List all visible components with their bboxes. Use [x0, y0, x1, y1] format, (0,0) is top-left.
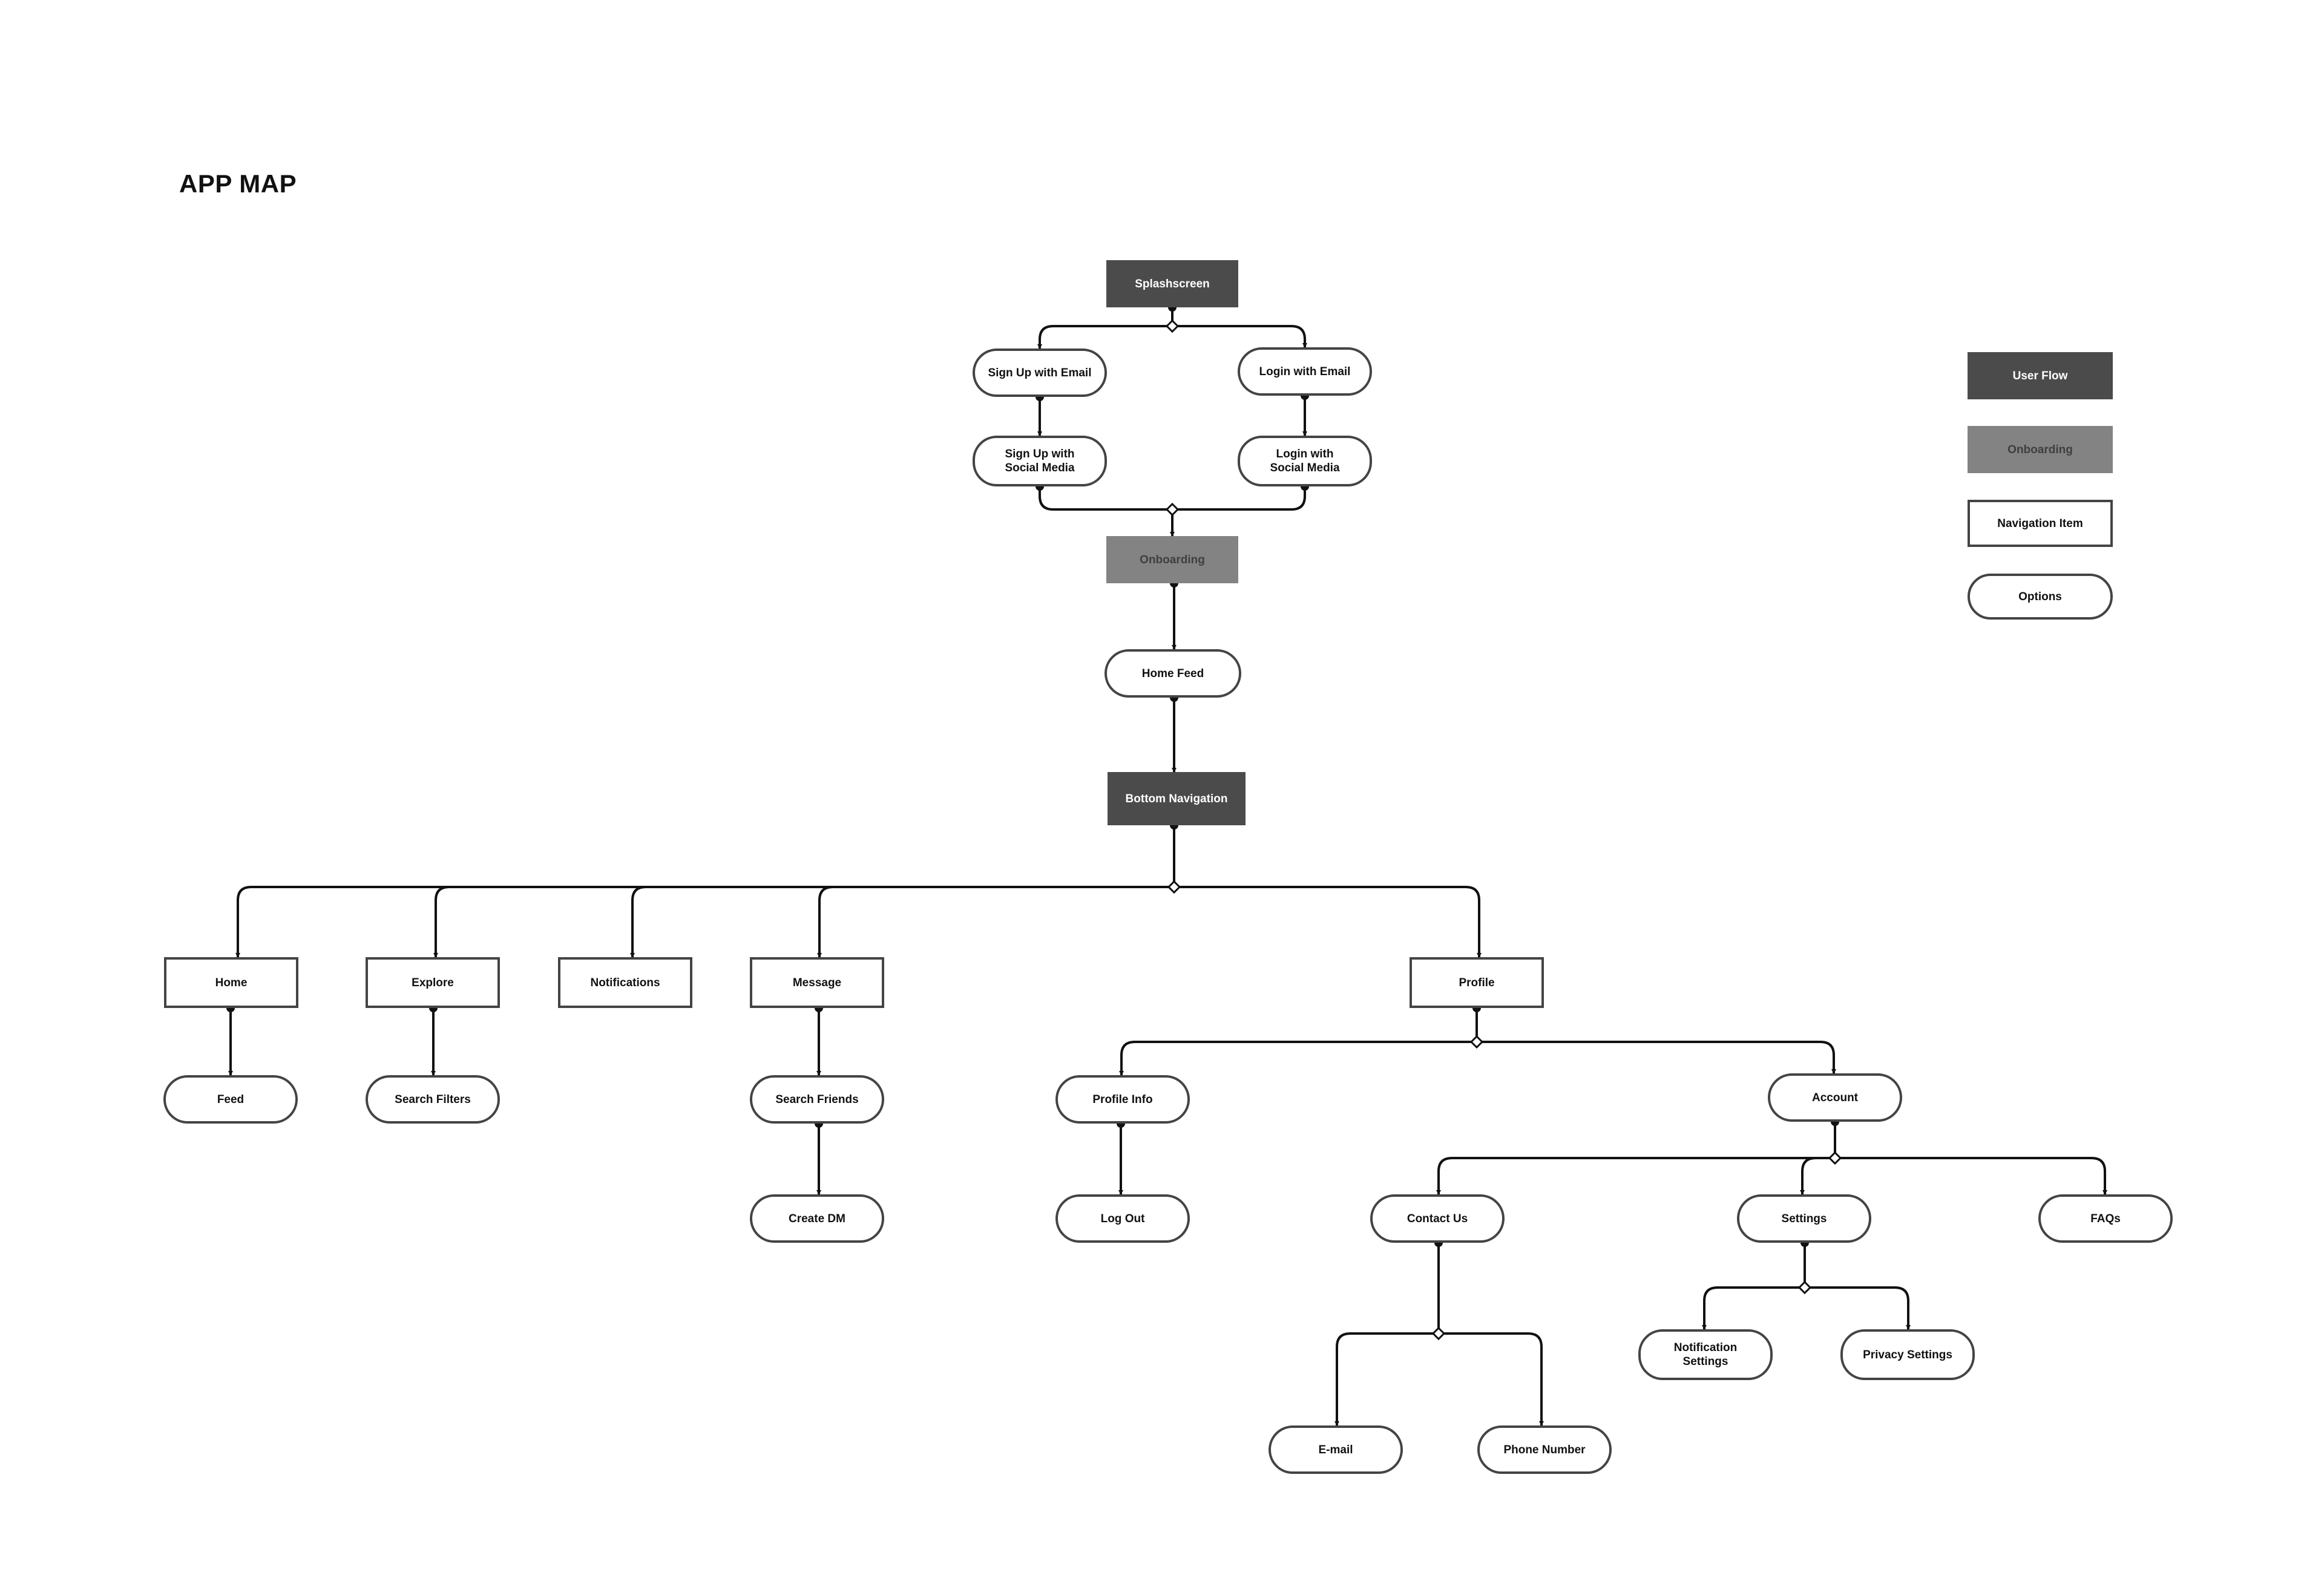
junction-diamond: [1165, 502, 1180, 517]
contact-connector-branch-1: [1439, 1332, 1544, 1426]
page-title: APP MAP: [179, 169, 297, 198]
bottomnav-connector-branch-3: [817, 886, 1174, 958]
junction-diamond: [1797, 1280, 1812, 1295]
notification-settings-option[interactable]: Notification Settings: [1638, 1329, 1773, 1380]
junction-diamond: [1167, 880, 1181, 894]
account-connector-branch-0: [1436, 1157, 1835, 1195]
account-connector-branch-2: [1835, 1157, 2107, 1195]
junction-diamond: [1828, 1151, 1842, 1165]
nav-item-message[interactable]: Message: [750, 957, 884, 1008]
onboarding-merge-connector-in-1: [1172, 486, 1306, 511]
signup-social-option[interactable]: Sign Up with Social Media: [973, 436, 1107, 486]
create-dm-option[interactable]: Create DM: [750, 1194, 884, 1243]
account-connector-branch-1: [1800, 1157, 1835, 1195]
nav-item-notifications[interactable]: Notifications: [558, 957, 692, 1008]
nav-item-explore[interactable]: Explore: [366, 957, 500, 1008]
settings-connector-branch-0: [1702, 1286, 1805, 1330]
login-email-option[interactable]: Login with Email: [1238, 347, 1372, 396]
legend-onboarding: Onboarding: [1968, 426, 2113, 473]
phone-number-option[interactable]: Phone Number: [1477, 1425, 1612, 1474]
bottomnav-connector-branch-0: [235, 886, 1174, 958]
settings-connector-branch-1: [1805, 1286, 1911, 1330]
email-option[interactable]: E-mail: [1269, 1425, 1403, 1474]
privacy-settings-option[interactable]: Privacy Settings: [1840, 1329, 1975, 1380]
legend-navigation-item: Navigation Item: [1968, 500, 2113, 547]
onboarding-node[interactable]: Onboarding: [1106, 536, 1238, 583]
log-out-option[interactable]: Log Out: [1055, 1194, 1190, 1243]
legend-options: Options: [1968, 574, 2113, 620]
search-filters-option[interactable]: Search Filters: [366, 1075, 500, 1124]
home-feed-option[interactable]: Home Feed: [1105, 649, 1241, 698]
login-social-option[interactable]: Login with Social Media: [1238, 436, 1372, 486]
contact-us-option[interactable]: Contact Us: [1370, 1194, 1505, 1243]
junction-diamond: [1165, 319, 1180, 333]
nav-item-home[interactable]: Home: [164, 957, 298, 1008]
bottom-navigation-node[interactable]: Bottom Navigation: [1108, 772, 1246, 825]
legend-user-flow: User Flow: [1968, 352, 2113, 399]
nav-item-profile[interactable]: Profile: [1410, 957, 1544, 1008]
account-option[interactable]: Account: [1768, 1073, 1902, 1122]
faqs-option[interactable]: FAQs: [2038, 1194, 2173, 1243]
splash-connector-branch-1: [1172, 325, 1307, 348]
search-friends-option[interactable]: Search Friends: [750, 1075, 884, 1124]
bottomnav-connector-branch-4: [1174, 886, 1482, 958]
settings-option[interactable]: Settings: [1737, 1194, 1871, 1243]
splash-connector-branch-0: [1037, 325, 1172, 349]
signup-email-option[interactable]: Sign Up with Email: [973, 349, 1107, 397]
bottomnav-connector-branch-2: [630, 886, 1174, 958]
contact-connector-branch-0: [1334, 1332, 1439, 1426]
junction-diamond: [1469, 1035, 1484, 1049]
feed-option[interactable]: Feed: [163, 1075, 298, 1124]
profile-info-option[interactable]: Profile Info: [1055, 1075, 1190, 1124]
bottomnav-connector-branch-1: [433, 886, 1174, 958]
profile-connector-branch-0: [1119, 1041, 1477, 1076]
onboarding-merge-connector-in-0: [1039, 486, 1172, 511]
splashscreen-node[interactable]: Splashscreen: [1106, 260, 1238, 307]
junction-diamond: [1431, 1326, 1446, 1341]
profile-connector-branch-1: [1477, 1041, 1836, 1074]
